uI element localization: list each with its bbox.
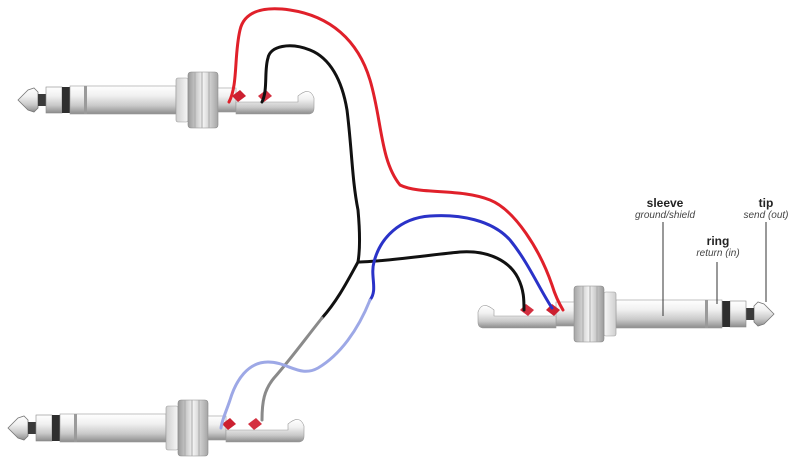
tip-label-name: tip xyxy=(758,196,774,210)
ground-wire-right xyxy=(356,250,526,312)
ground-wire-bottom xyxy=(320,260,360,320)
tip-label: tip send (out) xyxy=(738,196,794,222)
ground-wire-bottom-gray xyxy=(260,316,324,422)
send-wire-red xyxy=(227,7,565,312)
return-wire-light xyxy=(219,298,372,430)
sleeve-label: sleeve ground/shield xyxy=(630,196,700,222)
return-wire-blue xyxy=(368,214,554,310)
plug-top-left xyxy=(17,71,315,129)
sleeve-label-desc: ground/shield xyxy=(634,210,696,221)
ground-wire-top xyxy=(260,44,361,264)
sleeve-label-name: sleeve xyxy=(646,196,684,210)
ring-label-desc: return (in) xyxy=(696,248,740,259)
ring-label: ring return (in) xyxy=(686,234,750,260)
plug-bottom-left xyxy=(7,399,305,457)
ring-label-name: ring xyxy=(706,234,730,248)
tip-label-desc: send (out) xyxy=(743,210,789,221)
